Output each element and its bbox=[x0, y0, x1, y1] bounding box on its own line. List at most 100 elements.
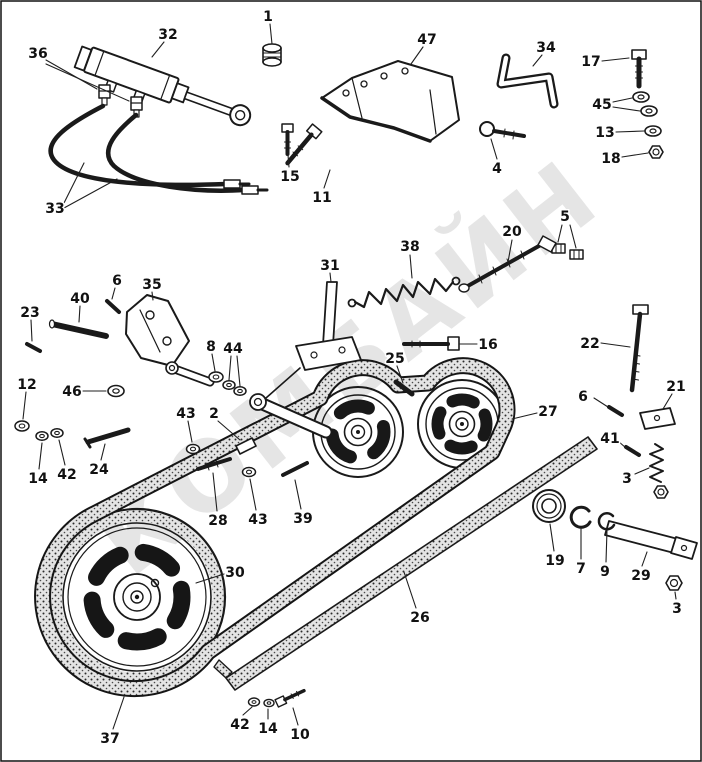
callout-leader-line bbox=[617, 440, 627, 449]
callout-leader-line bbox=[242, 706, 253, 716]
part-number-label: 42 bbox=[230, 717, 249, 733]
spacer-2 bbox=[235, 437, 257, 455]
part-number-label: 3 bbox=[622, 471, 632, 487]
pin-23 bbox=[25, 342, 42, 353]
washer-46 bbox=[107, 384, 125, 398]
part-number-label: 40 bbox=[70, 291, 90, 307]
washer-43-right bbox=[241, 466, 257, 478]
part-number-label: 13 bbox=[595, 125, 614, 141]
callout-leader-line bbox=[605, 529, 608, 563]
part-number-label: 36 bbox=[28, 46, 47, 62]
washer-42-bottom bbox=[247, 697, 261, 707]
bolt-10 bbox=[274, 688, 306, 708]
part-number-label: 43 bbox=[248, 512, 267, 528]
drive-belt-loop bbox=[34, 357, 516, 698]
callout-leader-line bbox=[45, 59, 98, 90]
callout-leader-line bbox=[490, 138, 498, 160]
part-number-label: 39 bbox=[293, 511, 312, 527]
bolt-22 bbox=[629, 304, 649, 393]
callout-leader-line bbox=[634, 467, 650, 475]
drive-pulley-large bbox=[47, 507, 227, 687]
callout-leader-line bbox=[58, 439, 66, 466]
u-bracket-34 bbox=[496, 53, 559, 109]
bracket-35 bbox=[125, 294, 215, 387]
callout-leader-line bbox=[593, 397, 609, 408]
spring-nut-3-upper bbox=[649, 443, 669, 499]
callout-leader-line bbox=[612, 97, 633, 103]
callout-leader-line bbox=[236, 355, 241, 387]
callout-leader-line bbox=[269, 23, 273, 45]
callout-leader-line bbox=[557, 224, 563, 243]
callout-leader-line bbox=[78, 305, 81, 323]
part-number-label: 24 bbox=[89, 462, 109, 478]
part-number-label: 1 bbox=[263, 9, 273, 25]
callout-leader-line bbox=[329, 272, 332, 283]
part-number-label: 16 bbox=[478, 337, 497, 353]
callout-leader-line bbox=[612, 106, 641, 112]
part-number-label: 20 bbox=[502, 224, 522, 240]
part-number-label: 28 bbox=[208, 513, 227, 529]
part-number-label: 10 bbox=[290, 727, 310, 743]
callout-leader-line bbox=[63, 162, 85, 204]
callout-leader-line bbox=[403, 571, 417, 609]
callout-leader-line bbox=[22, 391, 27, 420]
spring-38 bbox=[347, 276, 461, 309]
part-number-label: 26 bbox=[410, 610, 429, 626]
part-number-label: 29 bbox=[631, 568, 650, 584]
part-number-label: 19 bbox=[545, 553, 564, 569]
part-number-label: 14 bbox=[28, 471, 48, 487]
callout-leader-line bbox=[569, 224, 577, 249]
part-number-label: 42 bbox=[57, 467, 76, 483]
callout-leader-line bbox=[217, 420, 241, 441]
washer-43-left bbox=[185, 443, 201, 455]
snap-ring-7 bbox=[569, 505, 592, 529]
callout-leader-line bbox=[323, 169, 331, 189]
callout-leader-line bbox=[211, 353, 216, 372]
callout-leader-line bbox=[30, 319, 33, 342]
belt-26 bbox=[213, 436, 598, 691]
part-number-label: 5 bbox=[560, 209, 570, 225]
bolt-17 bbox=[631, 49, 647, 89]
callout-leader-line bbox=[621, 152, 649, 158]
pin-25 bbox=[393, 379, 415, 397]
ring-9 bbox=[597, 511, 616, 531]
callout-leader-line bbox=[287, 154, 290, 168]
callout-leader-line bbox=[195, 573, 225, 584]
part-number-label: 23 bbox=[20, 305, 39, 321]
part-number-label: 18 bbox=[601, 151, 620, 167]
callout-leader-line bbox=[112, 696, 125, 730]
callout-leader-line bbox=[600, 342, 631, 348]
callout-leader-line bbox=[249, 478, 257, 511]
part-number-label: 46 bbox=[62, 384, 81, 400]
callout-leader-line bbox=[410, 46, 424, 65]
washers-45 bbox=[632, 91, 658, 117]
part-number-label: 30 bbox=[225, 565, 245, 581]
part-number-label: 17 bbox=[581, 54, 600, 70]
part-number-label: 8 bbox=[206, 339, 216, 355]
part-number-label: 38 bbox=[400, 239, 419, 255]
nut-18 bbox=[648, 145, 664, 159]
part-number-label: 12 bbox=[17, 377, 36, 393]
part-number-label: 41 bbox=[600, 431, 619, 447]
part-number-label: 27 bbox=[538, 404, 557, 420]
part-number-label: 11 bbox=[312, 190, 331, 206]
callout-leader-line bbox=[63, 178, 118, 209]
part-number-label: 7 bbox=[576, 561, 586, 577]
callout-leader-line bbox=[511, 412, 538, 420]
part-number-label: 15 bbox=[280, 169, 299, 185]
pin-24 bbox=[83, 427, 131, 449]
diagram-artwork: 1363247341745131841511335203831635402384… bbox=[14, 8, 698, 749]
eye-bolt-4 bbox=[479, 121, 526, 140]
part-number-label: 4 bbox=[492, 161, 502, 177]
mount-plate-47 bbox=[320, 60, 460, 143]
callout-leader-line bbox=[228, 355, 232, 381]
callout-leader-line bbox=[292, 707, 299, 726]
bracket-31 bbox=[265, 281, 362, 399]
stud-28 bbox=[196, 457, 232, 471]
callout-leader-line bbox=[674, 591, 677, 600]
washer-8 bbox=[208, 371, 224, 383]
callout-leader-line bbox=[532, 54, 543, 67]
